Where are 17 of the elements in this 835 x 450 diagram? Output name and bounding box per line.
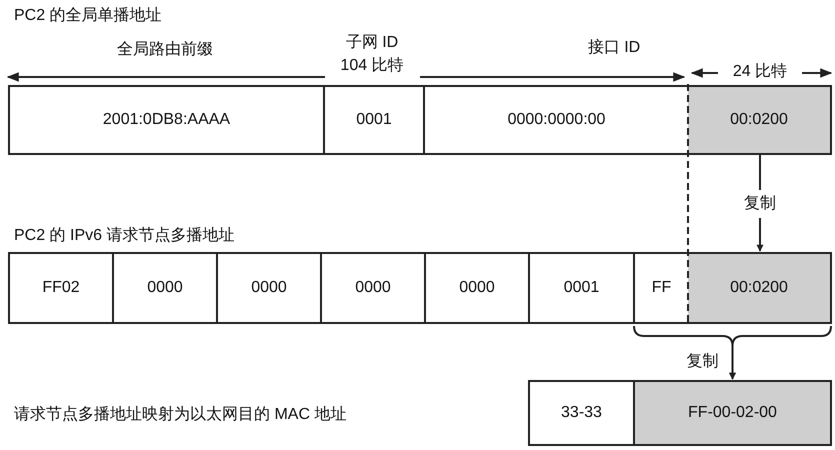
caption-text: 子网 ID	[346, 33, 398, 53]
caption-text: 全局路由前缀	[117, 40, 213, 60]
address-field: FF02	[8, 252, 114, 324]
caption-text: PC2 的全局单播地址	[14, 6, 162, 26]
address-field: 0000	[320, 252, 426, 324]
address-field: 0000	[112, 252, 218, 324]
address-field: 0000	[216, 252, 322, 324]
shaded-address-field: FF-00-02-00	[633, 380, 832, 446]
address-field: 0001	[323, 85, 425, 155]
address-field: 2001:0DB8:AAAA	[8, 85, 325, 155]
caption-text: PC2 的 IPv6 请求节点多播地址	[14, 226, 234, 246]
address-field: 0000	[424, 252, 530, 324]
edge-label: 复制	[686, 352, 718, 372]
address-field: 33-33	[528, 380, 635, 446]
caption-text: 接口 ID	[588, 38, 640, 58]
caption-text: 请求节点多播地址映射为以太网目的 MAC 地址	[14, 405, 346, 425]
address-field: 0001	[528, 252, 635, 324]
